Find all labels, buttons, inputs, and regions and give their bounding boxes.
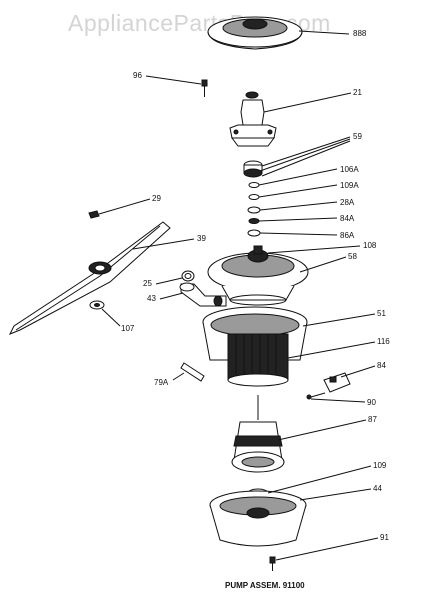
part-116-motor — [227, 333, 289, 387]
label-28A: 28A — [340, 198, 355, 207]
part-39-spray-arm — [8, 221, 171, 335]
part-79A-tube — [180, 362, 205, 382]
label-116: 116 — [377, 337, 390, 346]
label-90: 90 — [367, 398, 376, 407]
label-59: 59 — [353, 132, 362, 141]
label-25: 25 — [143, 279, 152, 288]
label-21: 21 — [353, 88, 362, 97]
label-106A: 106A — [340, 165, 359, 174]
label-888: 888 — [353, 29, 367, 38]
part-28A-washer — [247, 206, 261, 214]
part-86A-washer — [247, 229, 261, 237]
leader-lines — [98, 30, 379, 561]
label-51: 51 — [377, 309, 386, 318]
callout-labels: 888 96 21 59 106A 109A 28A 84A 29 39 86A… — [121, 29, 390, 542]
diagram-caption: PUMP ASSEM. 91100 — [225, 581, 305, 590]
part-107-washer — [89, 300, 105, 310]
part-106A-washer — [248, 182, 260, 188]
label-39: 39 — [197, 234, 206, 243]
part-87-impeller — [231, 395, 285, 473]
label-84: 84 — [377, 361, 386, 370]
part-888-cover — [207, 16, 303, 50]
label-109A: 109A — [340, 181, 359, 190]
label-29: 29 — [152, 194, 161, 203]
part-108-impeller-nut — [247, 245, 269, 263]
part-96-screw — [201, 79, 208, 97]
label-107: 107 — [121, 324, 135, 333]
label-96: 96 — [133, 71, 142, 80]
part-44-base — [209, 490, 307, 547]
label-44: 44 — [373, 484, 382, 493]
part-84-switch — [323, 372, 351, 393]
part-59-spacer — [243, 160, 263, 178]
part-58-pump-cover — [207, 252, 309, 306]
part-21-housing — [229, 91, 277, 147]
label-84A: 84A — [340, 214, 355, 223]
label-109: 109 — [373, 461, 387, 470]
part-25-clamp — [181, 270, 195, 282]
part-90-pin — [306, 392, 326, 400]
part-109A-washer — [248, 194, 260, 200]
label-79A: 79A — [154, 378, 169, 387]
part-43-hose — [179, 282, 227, 307]
part-91-screw — [269, 556, 276, 571]
label-91: 91 — [380, 533, 389, 542]
label-43: 43 — [147, 294, 156, 303]
part-29-clip — [88, 210, 100, 219]
label-86A: 86A — [340, 231, 355, 240]
part-84A-seal — [248, 218, 260, 224]
label-87: 87 — [368, 415, 377, 424]
label-58: 58 — [348, 252, 357, 261]
label-108: 108 — [363, 241, 377, 250]
